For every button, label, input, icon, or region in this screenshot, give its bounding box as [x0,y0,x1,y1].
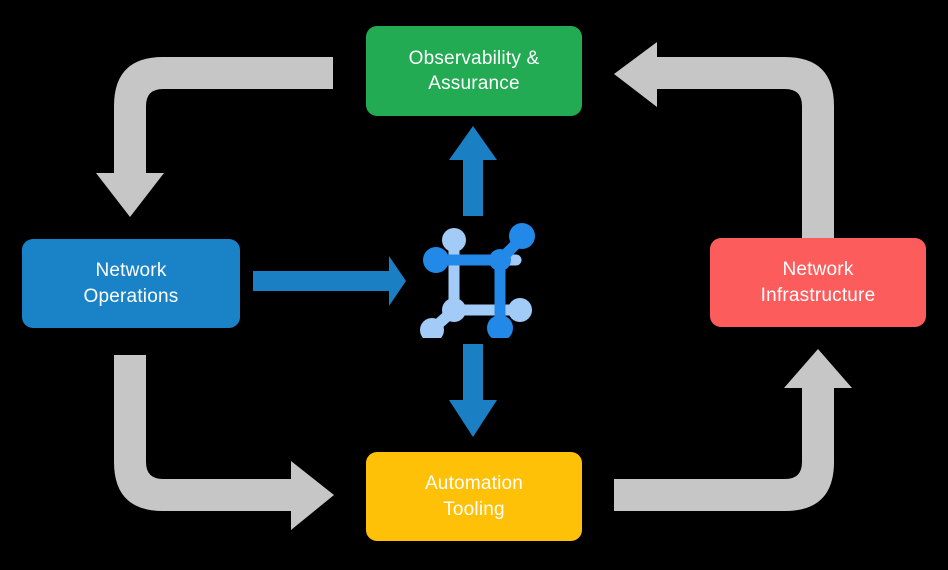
node-label-observability: Observability & Assurance [408,47,540,94]
arrow-automation-to-infrastructure [614,349,852,511]
node-automation-tooling[interactable]: Automation Tooling [366,452,582,541]
arrow-infrastructure-to-observability [614,42,834,238]
node-observability-assurance[interactable]: Observability & Assurance [366,26,582,116]
node-label-network-operations: Network Operations [83,260,179,307]
node-network-infrastructure[interactable]: Network Infrastructure [710,238,926,327]
arrow-center-to-observability [449,126,497,216]
node-label-automation-tooling: Automation Tooling [424,473,524,520]
arrow-operations-to-automation [114,355,334,530]
node-network-operations[interactable]: Network Operations [22,239,240,328]
arrow-center-to-automation [449,344,497,437]
node-label-network-infrastructure: Network Infrastructure [760,259,876,306]
arrow-observability-to-operations [96,57,333,217]
arrow-operations-to-center [253,256,406,306]
network-topology-icon [420,223,535,338]
